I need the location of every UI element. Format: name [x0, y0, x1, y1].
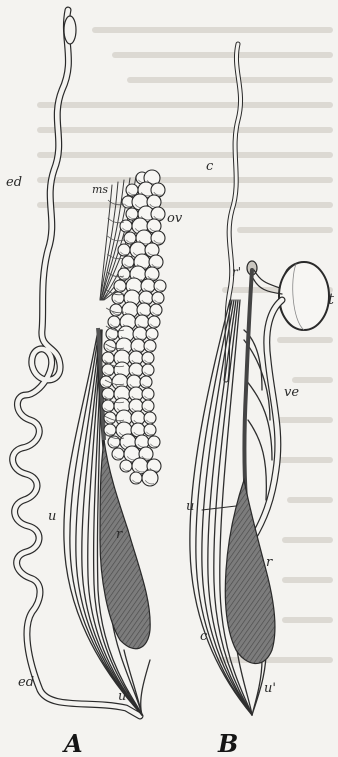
label-c-top: c: [206, 160, 213, 173]
testis-t: [279, 262, 329, 330]
label-ms: ms: [92, 184, 108, 195]
label-t: t: [328, 292, 334, 307]
label-r-b: r: [266, 556, 272, 569]
label-ov: ov: [167, 212, 182, 225]
show-through-text: [40, 30, 330, 660]
figure-a-letter: A: [64, 732, 83, 756]
label-c-bottom: c: [200, 630, 207, 643]
figure-b-letter: B: [218, 732, 238, 756]
label-r-prime: r': [232, 266, 241, 278]
label-r-a: r: [116, 528, 122, 541]
label-ed-top: ed: [6, 176, 22, 189]
label-ve: ve: [284, 386, 299, 399]
label-u-prime-a: u': [118, 690, 130, 703]
ovary-a: [100, 170, 166, 486]
label-u-b: u: [186, 500, 194, 513]
label-u-a: u: [48, 510, 56, 523]
label-ed-bottom: ed: [18, 676, 34, 689]
label-u-prime-b: u': [264, 682, 276, 695]
